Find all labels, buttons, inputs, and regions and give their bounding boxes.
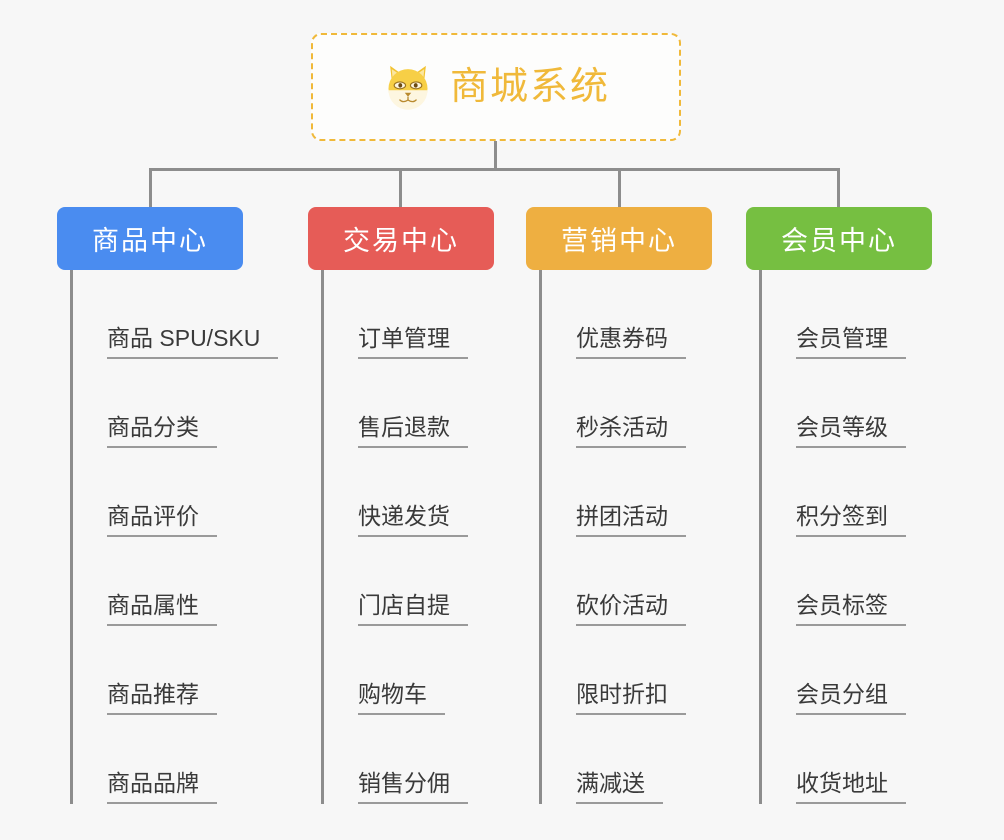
leaf-label: 限时折扣	[576, 681, 686, 715]
leaf-label: 售后退款	[358, 414, 468, 448]
root-title: 商城系统	[449, 66, 610, 108]
leaf-label: 会员分组	[796, 681, 906, 715]
leaf-label: 会员标签	[796, 592, 906, 626]
branch-header-2[interactable]: 营销中心	[526, 207, 712, 270]
leaf-item[interactable]: 满减送	[542, 715, 712, 804]
leaf-item[interactable]: 秒杀活动	[542, 359, 712, 448]
leaf-item[interactable]: 优惠券码	[542, 270, 712, 359]
leaf-label: 积分签到	[796, 503, 906, 537]
leaf-label: 会员管理	[796, 325, 906, 359]
leaf-label: 满减送	[576, 770, 663, 804]
leaf-item[interactable]: 商品推荐	[73, 626, 278, 715]
leaf-label: 拼团活动	[576, 503, 686, 537]
branch-marketing-center: 营销中心 优惠券码 秒杀活动 拼团活动 砍价活动 限时折扣 满减送	[526, 207, 712, 804]
leaf-item[interactable]: 会员管理	[762, 270, 932, 359]
branch-header-3[interactable]: 会员中心	[746, 207, 932, 270]
leaf-item[interactable]: 商品属性	[73, 537, 278, 626]
branch-trade-center: 交易中心 订单管理 售后退款 快递发货 门店自提 购物车 销售分佣	[308, 207, 494, 804]
leaf-label: 商品推荐	[107, 681, 217, 715]
branch-member-center: 会员中心 会员管理 会员等级 积分签到 会员标签 会员分组 收货地址	[746, 207, 932, 804]
connector-branch-2	[618, 168, 621, 207]
leaf-list-0: 商品 SPU/SKU 商品分类 商品评价 商品属性 商品推荐 商品品牌	[70, 270, 279, 804]
leaf-item[interactable]: 拼团活动	[542, 448, 712, 537]
leaf-item[interactable]: 订单管理	[324, 270, 494, 359]
leaf-label: 商品 SPU/SKU	[107, 325, 279, 359]
leaf-label: 秒杀活动	[576, 414, 686, 448]
leaf-item[interactable]: 限时折扣	[542, 626, 712, 715]
leaf-item[interactable]: 快递发货	[324, 448, 494, 537]
leaf-item[interactable]: 会员分组	[762, 626, 932, 715]
leaf-item[interactable]: 商品分类	[73, 359, 278, 448]
leaf-list-2: 优惠券码 秒杀活动 拼团活动 砍价活动 限时折扣 满减送	[539, 270, 712, 804]
branch-header-0[interactable]: 商品中心	[57, 207, 243, 270]
leaf-label: 销售分佣	[358, 770, 468, 804]
leaf-label: 购物车	[358, 681, 445, 715]
leaf-label: 商品属性	[107, 592, 217, 626]
connector-branch-1	[399, 168, 402, 207]
leaf-item[interactable]: 门店自提	[324, 537, 494, 626]
leaf-label: 优惠券码	[576, 325, 686, 359]
connector-branch-3	[837, 168, 840, 207]
leaf-label: 订单管理	[358, 325, 468, 359]
leaf-item[interactable]: 售后退款	[324, 359, 494, 448]
leaf-item[interactable]: 商品评价	[73, 448, 278, 537]
leaf-item[interactable]: 购物车	[324, 626, 494, 715]
leaf-label: 商品评价	[107, 503, 217, 537]
shiba-inu-icon	[382, 61, 434, 113]
leaf-item[interactable]: 销售分佣	[324, 715, 494, 804]
leaf-label: 会员等级	[796, 414, 906, 448]
leaf-item[interactable]: 商品品牌	[73, 715, 278, 804]
leaf-item[interactable]: 砍价活动	[542, 537, 712, 626]
connector-branch-0	[149, 168, 152, 207]
connector-root-stem	[494, 141, 497, 170]
branch-header-1[interactable]: 交易中心	[308, 207, 494, 270]
leaf-label: 快递发货	[358, 503, 468, 537]
leaf-item[interactable]: 会员标签	[762, 537, 932, 626]
leaf-label: 砍价活动	[576, 592, 686, 626]
branch-product-center: 商品中心 商品 SPU/SKU 商品分类 商品评价 商品属性 商品推荐 商品品牌	[57, 207, 279, 804]
connector-horizontal-bus	[150, 168, 840, 171]
leaf-item[interactable]: 收货地址	[762, 715, 932, 804]
leaf-list-3: 会员管理 会员等级 积分签到 会员标签 会员分组 收货地址	[759, 270, 932, 804]
leaf-item[interactable]: 积分签到	[762, 448, 932, 537]
leaf-list-1: 订单管理 售后退款 快递发货 门店自提 购物车 销售分佣	[321, 270, 494, 804]
leaf-item[interactable]: 商品 SPU/SKU	[73, 270, 279, 359]
root-node[interactable]: 商城系统	[311, 33, 681, 141]
leaf-label: 收货地址	[796, 770, 906, 804]
leaf-label: 商品品牌	[107, 770, 217, 804]
leaf-label: 商品分类	[107, 414, 217, 448]
leaf-item[interactable]: 会员等级	[762, 359, 932, 448]
leaf-label: 门店自提	[358, 592, 468, 626]
